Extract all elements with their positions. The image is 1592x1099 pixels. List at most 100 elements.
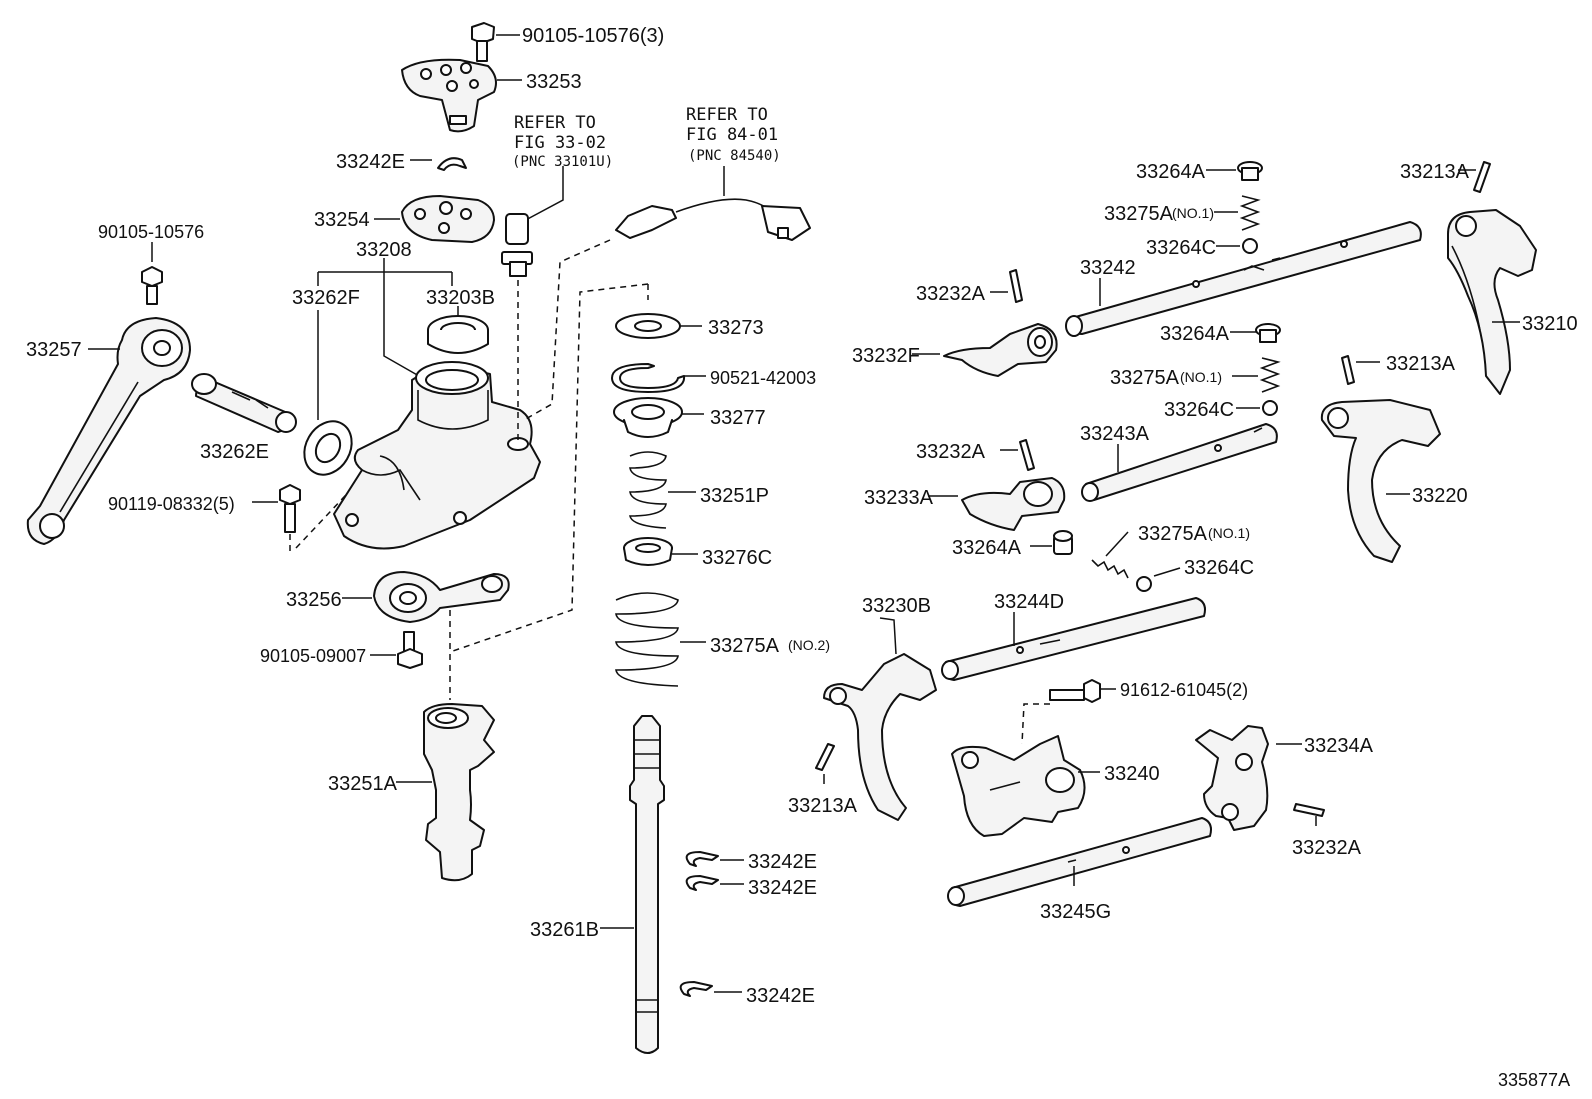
label-90105-10576-3: 90105-10576(3): [522, 25, 664, 47]
seat-33277: [613, 397, 704, 438]
shaft-33242: [1065, 221, 1422, 337]
switch-refer-33-02: [501, 166, 564, 440]
label-33213a-2: 33213A: [1386, 353, 1456, 375]
cap-33264a-2: [1230, 323, 1281, 343]
ref1-line3: (PNC 33101U): [512, 154, 613, 170]
bracket-33234a: [1195, 725, 1302, 831]
spring-33275a-3: [1091, 531, 1129, 579]
label-33233a: 33233A: [864, 487, 934, 509]
label-33264c-3: 33264C: [1184, 557, 1254, 579]
lever-33232f: [912, 323, 1058, 377]
clip-33242e-c: [679, 981, 742, 997]
label-33275a-2-sub: (NO.1): [1180, 369, 1222, 385]
label-33276c: 33276C: [702, 547, 772, 569]
bracket-33208: [317, 258, 453, 381]
ref1-line2: FIG 33-02: [514, 133, 606, 153]
label-33213a-1: 33213A: [1400, 161, 1470, 183]
label-33208: 33208: [356, 239, 412, 261]
label-33242e-top: 33242E: [336, 151, 405, 173]
fork-33210: [1447, 209, 1537, 395]
clip-33242e-b: [685, 875, 744, 891]
ball-33264c-3: [1136, 567, 1181, 592]
lever-33233a: [928, 477, 1066, 531]
seal-33262f: [303, 420, 353, 476]
ref2-line1: REFER TO: [686, 105, 768, 125]
label-33264c-1: 33264C: [1146, 237, 1216, 259]
seat-33276c: [623, 537, 698, 566]
label-33253: 33253: [526, 71, 582, 93]
snap-ring-90521-42003: [611, 363, 706, 393]
pin-33213a-3: [815, 743, 835, 784]
label-33273: 33273: [708, 317, 764, 339]
label-33256: 33256: [286, 589, 342, 611]
spring-33275a-no2: [615, 592, 706, 687]
label-33234a: 33234A: [1304, 735, 1374, 757]
housing-33208: [333, 361, 541, 550]
label-33261b: 33261B: [530, 919, 599, 941]
label-33243a: 33243A: [1080, 423, 1150, 445]
label-33275a-3: 33275A: [1138, 523, 1208, 545]
ball-33264c-2: [1236, 400, 1278, 416]
label-33232a-2: 33232A: [916, 441, 986, 463]
block-33240: [951, 735, 1100, 837]
label-33213a-3: 33213A: [788, 795, 858, 817]
oil-seal-33203b: [427, 306, 489, 354]
ref1-line1: REFER TO: [514, 113, 596, 133]
label-33277: 33277: [710, 407, 766, 429]
pin-33213a-2: [1341, 355, 1380, 385]
rod-33261b: [600, 715, 665, 1054]
ref2-line3: (PNC 84540): [688, 148, 781, 164]
label-33232a-1: 33232A: [916, 283, 986, 305]
bolt-90105-10576-3: [471, 22, 520, 62]
label-33275a-1-sub: (NO.1): [1172, 205, 1214, 221]
clip-33242e-top: [410, 157, 467, 171]
washer-33273: [615, 313, 702, 339]
shaft-33262e: [191, 373, 297, 433]
fork-33230b: [823, 617, 937, 821]
label-33230b: 33230B: [862, 595, 931, 617]
label-33262f: 33262F: [292, 287, 360, 309]
clip-33242e-a: [685, 851, 744, 867]
label-33264c-2: 33264C: [1164, 399, 1234, 421]
label-33210: 33210: [1522, 313, 1578, 335]
label-90119-08332-5: 90119-08332(5): [108, 494, 235, 514]
figure-id: 335877A: [1498, 1070, 1570, 1090]
label-33251p: 33251P: [700, 485, 769, 507]
label-90521-42003: 90521-42003: [710, 368, 816, 388]
plate-33253: [401, 58, 522, 133]
label-33242e-c: 33242E: [746, 985, 815, 1007]
label-33240: 33240: [1104, 763, 1160, 785]
label-33242: 33242: [1080, 257, 1136, 279]
flange-33254: [374, 195, 495, 243]
label-33275a-no2: 33275A: [710, 635, 780, 657]
shaft-33244d: [941, 597, 1206, 681]
label-33264a-2: 33264A: [1160, 323, 1230, 345]
label-33262e: 33262E: [200, 441, 269, 463]
cap-33264a-1: [1206, 161, 1263, 181]
ref2-line2: FIG 84-01: [686, 125, 778, 145]
label-33220: 33220: [1412, 485, 1468, 507]
lever-33257: [26, 317, 191, 545]
label-90105-09007: 90105-09007: [260, 646, 366, 666]
label-33251a: 33251A: [328, 773, 398, 795]
sensor-refer-84-01: [523, 166, 811, 421]
labels: 90105-10576(3) 33253 33242E 33254 33208 …: [26, 25, 1578, 1090]
label-33232f: 33232F: [852, 345, 920, 367]
cap-33264a-3: [1030, 530, 1073, 555]
label-33232a-3: 33232A: [1292, 837, 1362, 859]
spring-33275a-2: [1232, 357, 1281, 393]
label-33242e-a: 33242E: [748, 851, 817, 873]
label-33245g: 33245G: [1040, 901, 1111, 923]
label-33275a-1: 33275A: [1104, 203, 1174, 225]
pin-33232a-2: [1000, 439, 1035, 471]
label-33244d: 33244D: [994, 591, 1064, 613]
spring-33251p: [629, 451, 696, 529]
label-33275a-no2-sub: (NO.2): [788, 637, 830, 653]
label-91612-61045-2: 91612-61045(2): [1120, 680, 1248, 700]
pin-33232a-3: [1293, 803, 1325, 826]
fork-33220: [1320, 399, 1441, 563]
label-33275a-2: 33275A: [1110, 367, 1180, 389]
spring-33275a-1: [1214, 195, 1261, 231]
routing-dashes: [449, 283, 649, 700]
